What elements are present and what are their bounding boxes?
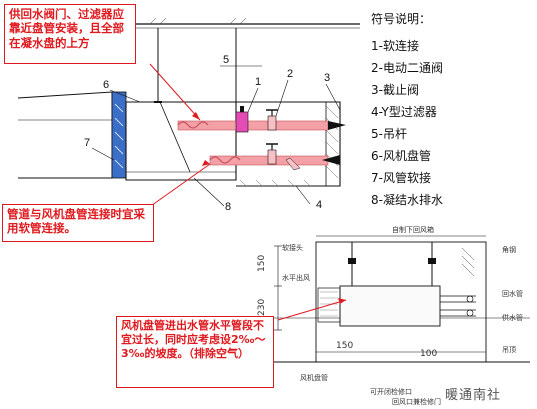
legend-item: 6-风机盘管 bbox=[371, 149, 431, 163]
label-supply-water: 供水管 bbox=[502, 313, 523, 322]
note-bottom: 风机盘管进出水管水平管段不宜过长，同时应考虑设2‰～3‰的坡度。（排除空气） bbox=[116, 316, 274, 388]
label-soft: 软接头 bbox=[282, 243, 303, 252]
dim-h-2: 100 bbox=[420, 349, 437, 359]
callout-6: 6 bbox=[103, 79, 109, 91]
callout-lines bbox=[91, 65, 341, 207]
callout-2: 2 bbox=[287, 68, 293, 80]
label-return-box: 自制下回风箱 bbox=[392, 225, 434, 234]
label-angle: 角钢 bbox=[502, 245, 516, 254]
note-pointer-top bbox=[149, 63, 201, 121]
callout-3: 3 bbox=[324, 72, 330, 84]
y-strainer bbox=[285, 157, 301, 171]
fan-coil-unit bbox=[125, 101, 237, 181]
callout-8: 8 bbox=[225, 201, 231, 213]
legend-item: 5-吊杆 bbox=[371, 127, 407, 141]
label-return-water: 回水管 bbox=[502, 289, 523, 298]
callout-5: 5 bbox=[223, 54, 229, 66]
note-pointer-mid bbox=[147, 163, 211, 209]
plan-pipes bbox=[440, 295, 476, 317]
legend-item: 1-软连接 bbox=[371, 39, 419, 53]
legend-item: 4-Y型过滤器 bbox=[371, 105, 437, 119]
label-service-open: 可开闭检修口 bbox=[370, 387, 412, 396]
dim-v-1: 150 bbox=[257, 255, 267, 272]
note-top-left: 供回水阀门、过滤器应靠近盘管安装，且全部在凝水盘的上方 bbox=[4, 4, 136, 64]
note-pointer-bottom bbox=[277, 299, 347, 321]
condensate-pan bbox=[236, 101, 341, 187]
callout-4: 4 bbox=[316, 199, 322, 211]
soft-connection-1 bbox=[177, 121, 209, 129]
return-arrow bbox=[322, 155, 340, 165]
label-flat: 水平出风 bbox=[282, 273, 310, 282]
legend-title: 符号说明： bbox=[371, 12, 432, 26]
label-ceiling: 吊顶 bbox=[502, 346, 516, 354]
legend-item: 3-截止阀 bbox=[371, 83, 419, 97]
callout-7: 7 bbox=[84, 137, 90, 149]
label-fcu-bottom: 风机盘管 bbox=[300, 373, 328, 382]
dim-v-2: 230 bbox=[257, 299, 267, 316]
fcu-plan-body bbox=[339, 285, 441, 327]
legend: 符号说明： 1-软连接 2-电动二通阀 3-截止阀 4-Y型过滤器 5-吊杆 6… bbox=[371, 10, 531, 211]
legend-item: 7-风管软接 bbox=[371, 171, 431, 185]
watermark: 暖通南社 bbox=[445, 388, 502, 403]
note-middle-left: 管道与风机盘管连接时宜采用软管连接。 bbox=[2, 204, 154, 242]
callout-1: 1 bbox=[255, 76, 261, 88]
dim-h-1: 150 bbox=[336, 341, 353, 351]
label-return-door: 回风口兼检修门 bbox=[392, 397, 441, 406]
legend-item: 8-凝结水排水 bbox=[371, 193, 443, 207]
ceiling-hatch bbox=[149, 17, 247, 25]
supply-arrow bbox=[328, 121, 346, 130]
soft-connection-2 bbox=[209, 156, 241, 164]
legend-item: 2-电动二通阀 bbox=[371, 61, 443, 75]
